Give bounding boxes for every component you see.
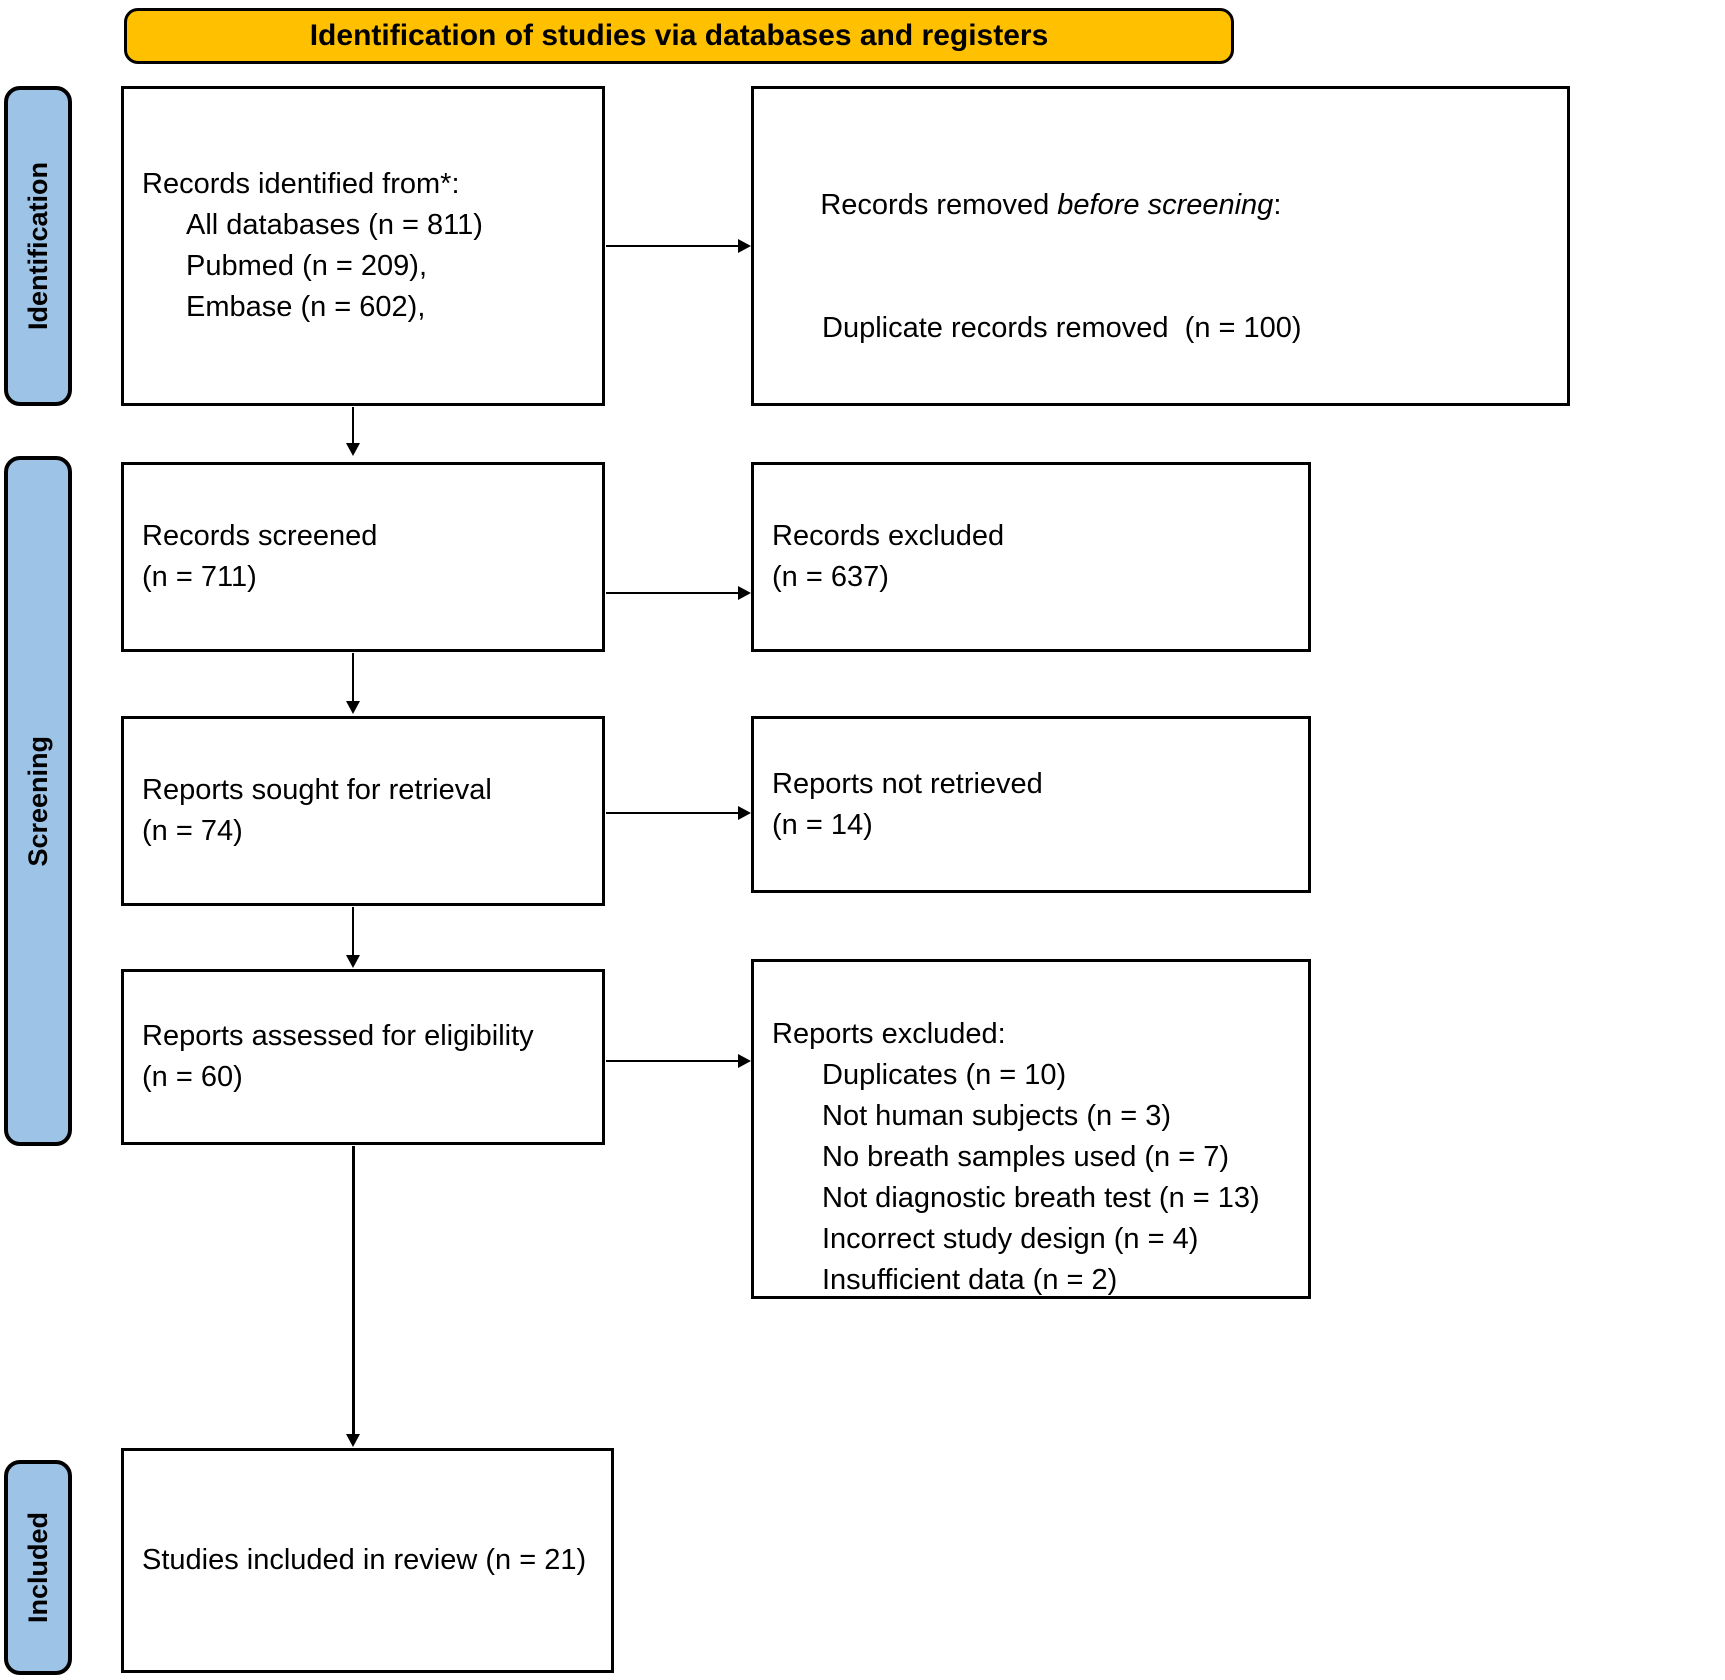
records-removed-heading-suffix: : xyxy=(1273,188,1282,221)
box-reports-assessed: Reports assessed for eligibility (n = 60… xyxy=(121,969,605,1145)
box-reports-not-retrieved: Reports not retrieved (n = 14) xyxy=(751,716,1311,893)
box-records-removed: Records removed before screening: Duplic… xyxy=(751,86,1570,406)
reports-not-retrieved-line-2: (n = 14) xyxy=(772,808,873,841)
records-identified-line-1: Records identified from*: xyxy=(142,168,460,200)
arrowhead-screened-to-sought xyxy=(346,701,360,714)
records-removed-spacer xyxy=(772,267,1549,308)
reports-sought-line-2: (n = 74) xyxy=(142,815,243,847)
title-banner-label: Identification of studies via databases … xyxy=(309,19,1049,52)
records-excluded-line-1: Records excluded xyxy=(772,520,1005,552)
records-removed-heading-italic: before screening xyxy=(1057,188,1274,221)
arrowhead-assessed-to-excluded xyxy=(738,1054,751,1068)
reports-excluded-reason-1: Duplicates (n = 10) xyxy=(822,1059,1067,1091)
reports-excluded-reason-5: Incorrect study design (n = 4) xyxy=(822,1223,1199,1255)
connector-identified-to-removed xyxy=(606,245,738,247)
reports-excluded-reason-6: Insufficient data (n = 2) xyxy=(822,1264,1118,1296)
records-removed-heading: Records removed before screening: xyxy=(772,144,1549,267)
arrowhead-identified-to-screened xyxy=(346,443,360,456)
reports-excluded-reason-3: No breath samples used (n = 7) xyxy=(822,1141,1230,1173)
box-records-identified: Records identified from*: All databases … xyxy=(121,86,605,406)
reports-not-retrieved-line-1: Reports not retrieved xyxy=(772,767,1043,800)
connector-sought-to-assessed xyxy=(352,907,354,955)
connector-identified-to-screened xyxy=(352,407,354,443)
reports-excluded-reason-2: Not human subjects (n = 3) xyxy=(822,1100,1171,1132)
title-banner: Identification of studies via databases … xyxy=(124,8,1234,64)
box-studies-included: Studies included in review (n = 21) xyxy=(121,1448,614,1673)
box-records-excluded: Records excluded (n = 637) xyxy=(751,462,1311,652)
studies-included-line-1: Studies included in review (n = 21) xyxy=(142,1544,587,1576)
phase-label-identification: Identification xyxy=(22,162,53,330)
reports-assessed-line-2: (n = 60) xyxy=(142,1061,243,1093)
arrowhead-assessed-to-included xyxy=(346,1434,360,1447)
box-reports-sought: Reports sought for retrieval (n = 74) xyxy=(121,716,605,906)
arrowhead-sought-to-not-retrieved xyxy=(738,806,751,820)
phase-label-included: Included xyxy=(22,1511,53,1623)
records-excluded-line-2: (n = 637) xyxy=(772,561,889,593)
records-screened-line-1: Records screened xyxy=(142,520,378,552)
phase-bar-included: Included xyxy=(4,1460,72,1675)
reports-assessed-line-1: Reports assessed for eligibility xyxy=(142,1020,534,1052)
phase-bar-screening: Screening xyxy=(4,456,72,1146)
records-identified-line-3: Pubmed (n = 209), xyxy=(186,250,428,282)
arrowhead-identified-to-removed xyxy=(738,239,751,253)
box-reports-excluded: Reports excluded: Duplicates (n = 10) No… xyxy=(751,959,1311,1299)
connector-screened-to-excluded xyxy=(606,592,738,594)
records-removed-line-1: Duplicate records removed (n = 100) xyxy=(822,311,1302,344)
records-removed-heading-prefix: Records removed xyxy=(820,188,1058,221)
records-identified-line-4: Embase (n = 602), xyxy=(186,291,426,323)
records-identified-line-2: All databases (n = 811) xyxy=(186,209,483,241)
reports-sought-line-1: Reports sought for retrieval xyxy=(142,774,492,806)
connector-sought-to-not-retrieved xyxy=(606,812,738,814)
box-records-screened: Records screened (n = 711) xyxy=(121,462,605,652)
records-screened-line-2: (n = 711) xyxy=(142,561,257,593)
reports-excluded-heading: Reports excluded: xyxy=(772,1018,1006,1050)
connector-assessed-to-included xyxy=(352,1146,355,1434)
phase-bar-identification: Identification xyxy=(4,86,72,406)
reports-excluded-reason-4: Not diagnostic breath test (n = 13) xyxy=(822,1182,1260,1214)
phase-label-screening: Screening xyxy=(22,735,53,867)
arrowhead-screened-to-excluded xyxy=(738,586,751,600)
connector-assessed-to-excluded xyxy=(606,1060,738,1062)
connector-screened-to-sought xyxy=(352,653,354,701)
arrowhead-sought-to-assessed xyxy=(346,955,360,968)
